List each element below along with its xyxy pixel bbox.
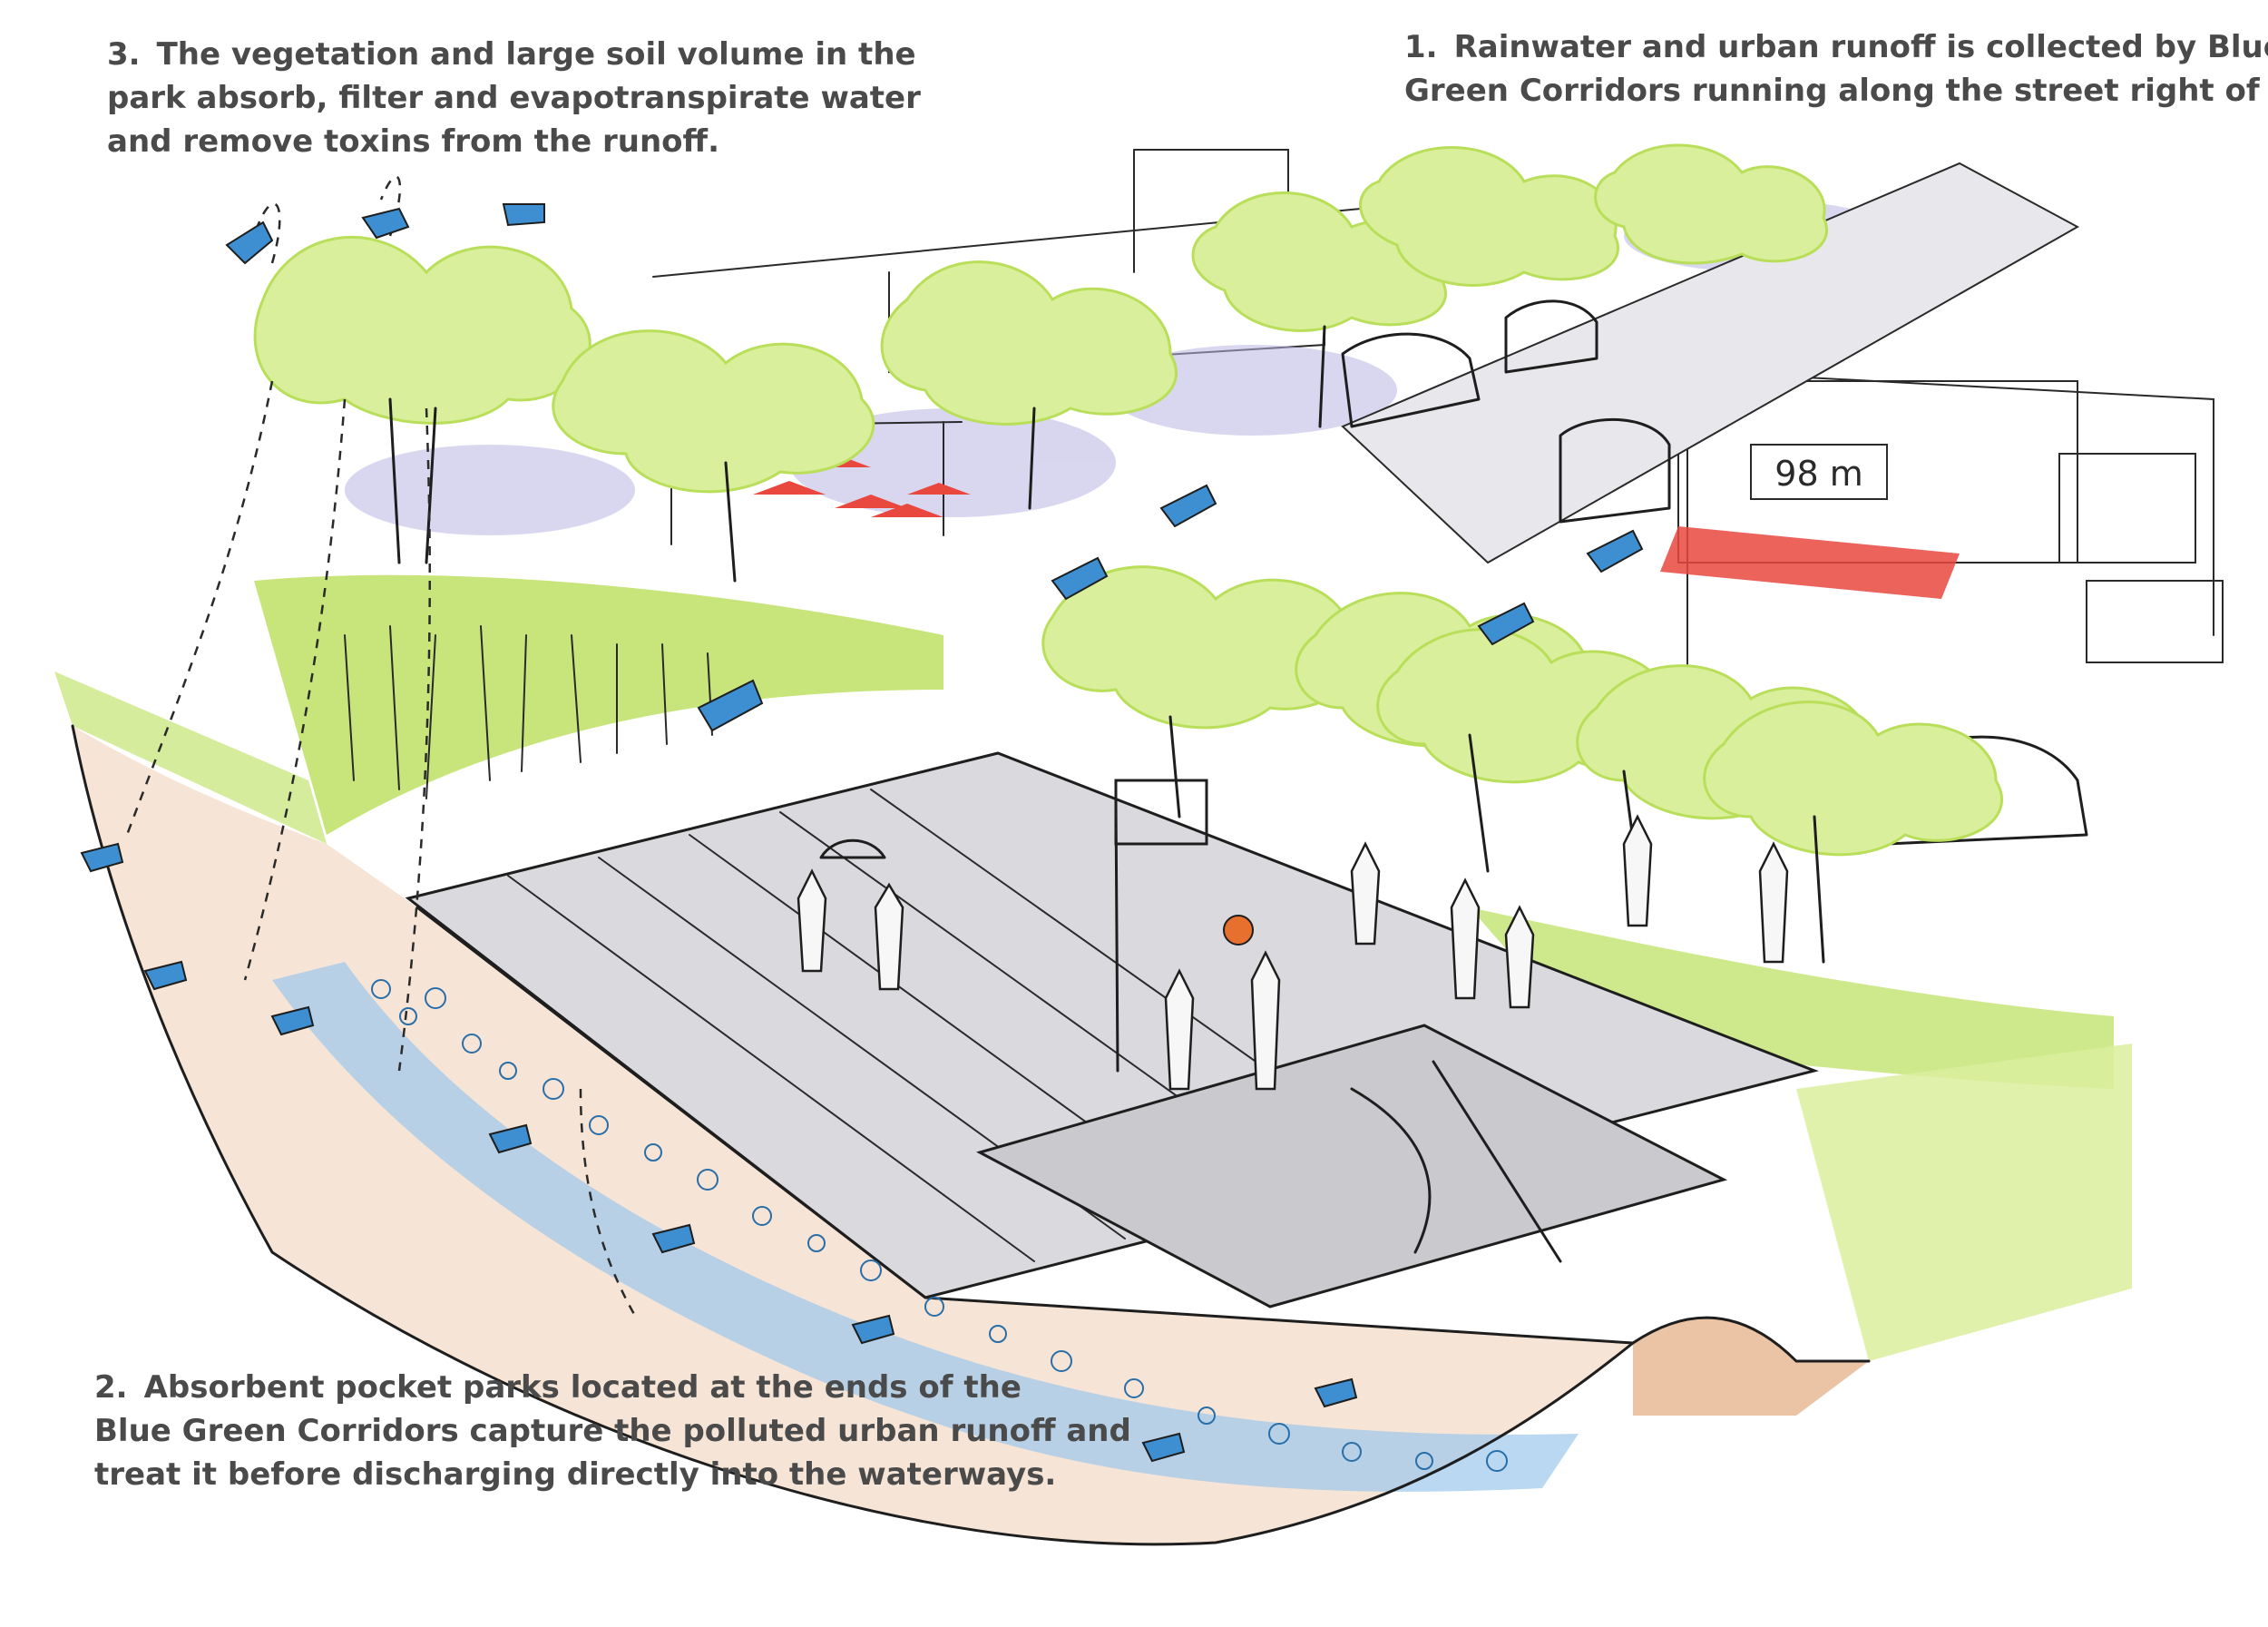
people [797,814,1789,1091]
annotation-text: Blue Green Corridors capture the pollute… [94,1413,1131,1449]
annotation-text: Rainwater and urban runoff is collected … [1453,29,2268,65]
annotation-text: treat it before discharging directly int… [94,1456,1057,1493]
annotation-text: and remove toxins from the runoff. [107,123,720,160]
umbrella [819,838,886,859]
annotation-text: The vegetation and large soil volume in … [156,36,916,73]
annotation-text: Absorbent pocket parks located at the en… [143,1369,1022,1406]
annotation-pocket-parks: 2. Absorbent pocket parks located at the … [94,1366,1131,1496]
annotation-text: park absorb, filter and evapotranspirate… [107,80,921,116]
soil-section [71,724,1635,1546]
annotation-text: Green Corridors running along the street… [1404,73,2268,109]
annotation-rainwater-collection: 1. Rainwater and urban runoff is collecte… [1404,25,2268,113]
annotation-number: 1. [1404,29,1438,65]
storefront: 98 m [1660,444,1960,599]
gravel [371,979,1508,1472]
water-flow-arrows [80,203,1644,1463]
tree-canopies [253,143,2003,857]
left-planting [54,574,943,844]
annotation-vegetation-soil: 3. The vegetation and large soil volume i… [107,33,921,163]
ball [1223,915,1254,946]
evapotranspiration-lines [125,175,637,1317]
park-deck [405,751,1819,1308]
right-bank [1631,1316,1871,1416]
storefront-sign: 98 m [1774,454,1862,494]
annotation-number: 2. [94,1369,128,1406]
annotation-number: 3. [107,36,141,73]
